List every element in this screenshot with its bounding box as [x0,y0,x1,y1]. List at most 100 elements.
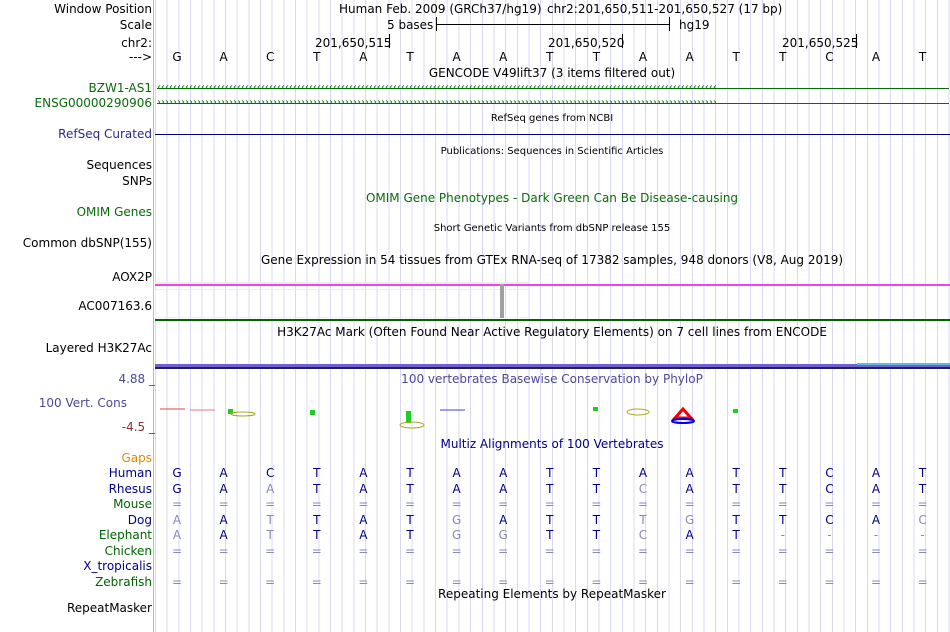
species-label[interactable]: Zebrafish [95,574,152,589]
aligned-base: T [406,512,414,527]
scale-db: hg19 [679,18,710,32]
aligned-base: T [546,466,554,480]
phylop-mark [671,418,695,424]
base-letter: T [313,50,321,64]
aligned-base: = [591,543,602,558]
base-letter: A [499,50,508,64]
base-letter: C [265,50,275,64]
aligned-base: = [731,543,742,558]
base-letter: T [732,50,740,64]
aligned-base: C [825,481,834,496]
phylop-mark [230,411,256,417]
aligned-base: T [732,466,740,480]
aligned-base: = [824,543,835,558]
aligned-base: A [638,466,648,480]
phylop-max: 4.88 _ [118,372,155,386]
aligned-base: A [359,528,368,542]
aligned-base: A [266,481,275,496]
aligned-base: G [172,466,182,480]
refseq-label[interactable]: RefSeq Curated [58,127,152,141]
species-label[interactable]: Mouse [113,497,152,511]
species-label[interactable]: X_tropicalis [83,559,152,573]
snps-label[interactable]: SNPs [122,174,152,188]
aligned-base: C [265,466,275,480]
gtex-line-aox2p[interactable] [155,284,950,286]
h3k27-signal[interactable] [155,364,950,367]
base-letter: T [779,50,787,64]
aligned-base: A [219,466,228,480]
gtex-line-ac007163[interactable] [155,319,950,321]
species-label[interactable]: Rhesus [108,481,152,496]
phylop-logos [160,406,738,429]
aligned-base: = [358,497,369,511]
aligned-base: = [218,497,229,511]
phylop-mark [671,406,695,420]
dbsnp-title: Short Genetic Variants from dbSNP releas… [433,223,671,234]
tick-label: 201,650,515 [315,36,392,50]
refseq-line[interactable] [155,134,950,135]
aligned-base: = [218,543,229,558]
gene-ensg00000290906[interactable]: ››››››››››››››››››››››››››››››››››››››››… [157,98,949,108]
aligned-base: T [732,528,740,542]
aligned-base: = [451,574,462,589]
aligned-base: = [870,574,882,589]
aligned-base: T [639,512,647,527]
aligned-base: = [917,497,928,511]
aligned-base: C [638,481,648,496]
aligned-base: = [777,497,788,511]
species-label[interactable]: Chicken [104,543,152,558]
aligned-base: A [499,512,508,527]
aligned-base: G [451,528,462,542]
base-letter: T [406,50,414,64]
gene-label-ensg[interactable]: ENSG00000290906 [34,96,152,110]
aligned-base: A [499,466,508,480]
gtex-tissue-bar[interactable] [500,284,504,318]
aligned-base: = [544,574,555,589]
aligned-base: A [685,528,694,542]
aligned-base: T [592,528,601,542]
aligned-base: A [359,481,368,496]
base-letter: A [685,50,694,64]
repeatmasker-label[interactable]: RepeatMasker [66,601,152,615]
phylop-label[interactable]: 100 Vert. Cons [38,396,127,410]
aligned-base: = [171,574,183,589]
species-label[interactable]: Human [108,466,152,480]
dbsnp-label[interactable]: Common dbSNP(155) [22,236,152,250]
aligned-base: = [917,543,928,558]
aligned-base: = [404,543,416,558]
gaps-label[interactable]: Gaps [121,451,152,465]
aligned-base: A [219,512,228,527]
aligned-base: = [265,574,276,589]
species-label[interactable]: Dog [127,512,152,527]
scale-bar [436,24,669,25]
aligned-base: = [311,574,322,589]
gtex-gene-aox2p[interactable]: AOX2P [112,270,152,284]
aligned-base: T [546,528,554,542]
sequences-label[interactable]: Sequences [86,158,152,172]
omim-label[interactable]: OMIM Genes [76,205,152,219]
aligned-base: = [684,574,695,589]
aligned-base: = [171,497,183,511]
aligned-base: = [544,497,555,511]
aligned-base: - [920,528,925,542]
gene-bzw1-as1[interactable]: ‹‹‹‹‹‹‹‹‹‹‹‹‹‹‹‹‹‹‹‹‹‹‹‹‹‹‹‹‹‹‹‹‹‹‹‹‹‹‹‹… [157,83,949,93]
aligned-base: T [546,481,554,496]
aligned-base: = [404,574,416,589]
base-letter: G [172,50,182,64]
gtex-box [155,289,530,318]
species-label[interactable]: Elephant [98,528,152,542]
gtex-gene-ac007163[interactable]: AC007163.6 [78,299,152,313]
aligned-base: T [592,481,601,496]
aligned-base: = [777,574,788,589]
aligned-base: = [498,574,509,589]
tick-label: 201,650,520 [548,36,625,50]
h3k27-label[interactable]: Layered H3K27Ac [45,341,152,355]
phylop-mark [310,410,315,415]
aligned-base: G [498,528,508,542]
aligned-base: = [171,543,183,558]
aligned-base: T [406,481,414,496]
base-letter: C [825,50,834,64]
gene-label-bzw1-as1[interactable]: BZW1-AS1 [88,81,152,95]
aligned-base: T [918,466,927,480]
